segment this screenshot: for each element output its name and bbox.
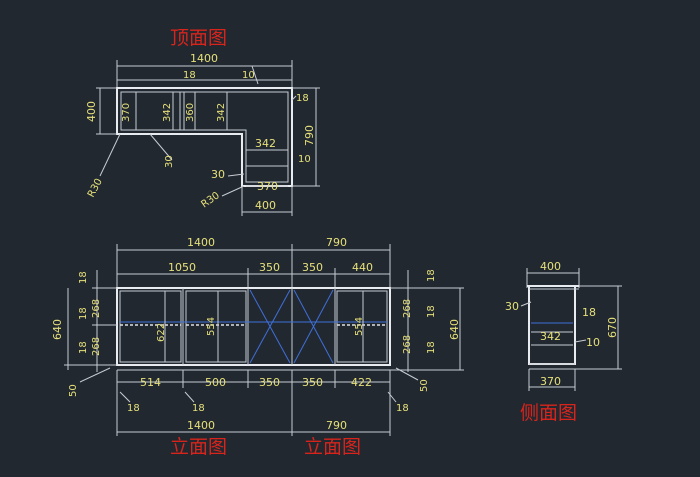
dim-342a: 342 bbox=[162, 103, 173, 122]
dim-500: 500 bbox=[205, 376, 226, 389]
dim-front-1400: 1400 bbox=[187, 236, 215, 249]
dim-268-left-a: 268 bbox=[91, 299, 102, 318]
dim-370: 370 bbox=[121, 103, 132, 122]
dim-18-foot-c: 18 bbox=[396, 403, 409, 414]
dim-342-lower: 342 bbox=[255, 137, 276, 150]
front-view: 1400 790 1050 350 350 440 bbox=[51, 236, 464, 458]
leader-line bbox=[227, 173, 245, 177]
front-view-title-1: 立面图 bbox=[170, 436, 227, 458]
top-view-title: 顶面图 bbox=[170, 27, 227, 49]
dim-400-left: 400 bbox=[85, 101, 98, 122]
dim-side-18: 18 bbox=[582, 306, 596, 319]
panel-5 bbox=[336, 290, 388, 363]
leader-line bbox=[221, 185, 245, 197]
dim-554-a: 554 bbox=[206, 317, 217, 336]
dim-50-right: 50 bbox=[419, 379, 430, 392]
dim-10-right: 10 bbox=[298, 154, 311, 165]
dim-350-bottom-b: 350 bbox=[302, 376, 323, 389]
dim-r30-b: R30 bbox=[199, 190, 221, 210]
leader-line bbox=[119, 391, 131, 403]
dim-268-right-b: 268 bbox=[402, 335, 413, 354]
leader-line bbox=[520, 301, 532, 307]
dim-350-a: 350 bbox=[259, 261, 280, 274]
side-body bbox=[528, 285, 576, 365]
dim-640-left: 640 bbox=[51, 319, 64, 340]
dim-30-b: 30 bbox=[211, 168, 225, 181]
top-view: 顶面图 1400 18 10 370 342 360 342 400 bbox=[85, 27, 320, 216]
leader-line bbox=[251, 65, 259, 85]
leader-line bbox=[184, 391, 195, 403]
dim-640-right: 640 bbox=[448, 319, 461, 340]
side-view: 400 30 18 342 10 670 370 侧面图 bbox=[505, 260, 622, 424]
dim-342b: 342 bbox=[216, 103, 227, 122]
dim-422: 422 bbox=[351, 376, 372, 389]
dim-bottom-790: 790 bbox=[326, 419, 347, 432]
dim-18-foot-b: 18 bbox=[192, 403, 205, 414]
dim-18-right: 18 bbox=[296, 93, 309, 104]
dim-10: 10 bbox=[242, 70, 255, 81]
leader-line bbox=[99, 133, 121, 177]
dim-268-left-b: 268 bbox=[91, 337, 102, 356]
dim-514: 514 bbox=[140, 376, 161, 389]
dim-350-b: 350 bbox=[302, 261, 323, 274]
panel-1 bbox=[119, 290, 182, 363]
dim-18-left-a: 18 bbox=[78, 271, 89, 284]
dim-18-right-c: 18 bbox=[426, 341, 437, 354]
dim-front-790: 790 bbox=[326, 236, 347, 249]
dim-side-30: 30 bbox=[505, 300, 519, 313]
dim-360: 360 bbox=[185, 103, 196, 122]
dim-400-bottom: 400 bbox=[255, 199, 276, 212]
side-view-title: 侧面图 bbox=[520, 402, 577, 424]
dim-r30-a: R30 bbox=[86, 177, 105, 200]
dim-622: 622 bbox=[156, 323, 167, 342]
dim-30-a: 30 bbox=[164, 155, 175, 168]
dim-side-670: 670 bbox=[606, 317, 619, 338]
leader-line bbox=[291, 95, 297, 101]
dim-18-foot-a: 18 bbox=[127, 403, 140, 414]
leader-line bbox=[574, 339, 587, 343]
dim-side-342: 342 bbox=[540, 330, 561, 343]
top-view-inner bbox=[120, 91, 289, 183]
dim-18: 18 bbox=[183, 70, 196, 81]
dim-350-bottom-a: 350 bbox=[259, 376, 280, 389]
dim-side-370: 370 bbox=[540, 375, 561, 388]
leader-line bbox=[387, 391, 397, 403]
dim-18-left-b: 18 bbox=[78, 307, 89, 320]
dim-18-left-c: 18 bbox=[78, 341, 89, 354]
panel-2 bbox=[185, 290, 247, 363]
front-view-title-2: 立面图 bbox=[304, 436, 361, 458]
dim-50-left: 50 bbox=[68, 384, 79, 397]
leader-line bbox=[395, 367, 419, 381]
dim-554-b: 554 bbox=[354, 317, 365, 336]
dim-440: 440 bbox=[352, 261, 373, 274]
dim-18-right-b: 18 bbox=[426, 305, 437, 318]
leader-line bbox=[79, 367, 111, 383]
dim-bottom-1400: 1400 bbox=[187, 419, 215, 432]
dim-side-400: 400 bbox=[540, 260, 561, 273]
dim-1050: 1050 bbox=[168, 261, 196, 274]
open-section-cross bbox=[249, 289, 291, 364]
dim-18-right-a: 18 bbox=[426, 269, 437, 282]
dim-top-1400: 1400 bbox=[190, 52, 218, 65]
leader-line bbox=[149, 133, 173, 161]
dim-790: 790 bbox=[303, 125, 316, 146]
open-section-cross bbox=[293, 289, 334, 364]
dim-268-right-a: 268 bbox=[402, 299, 413, 318]
dim-side-10: 10 bbox=[586, 336, 600, 349]
dim-370-lower: 370 bbox=[257, 180, 278, 193]
